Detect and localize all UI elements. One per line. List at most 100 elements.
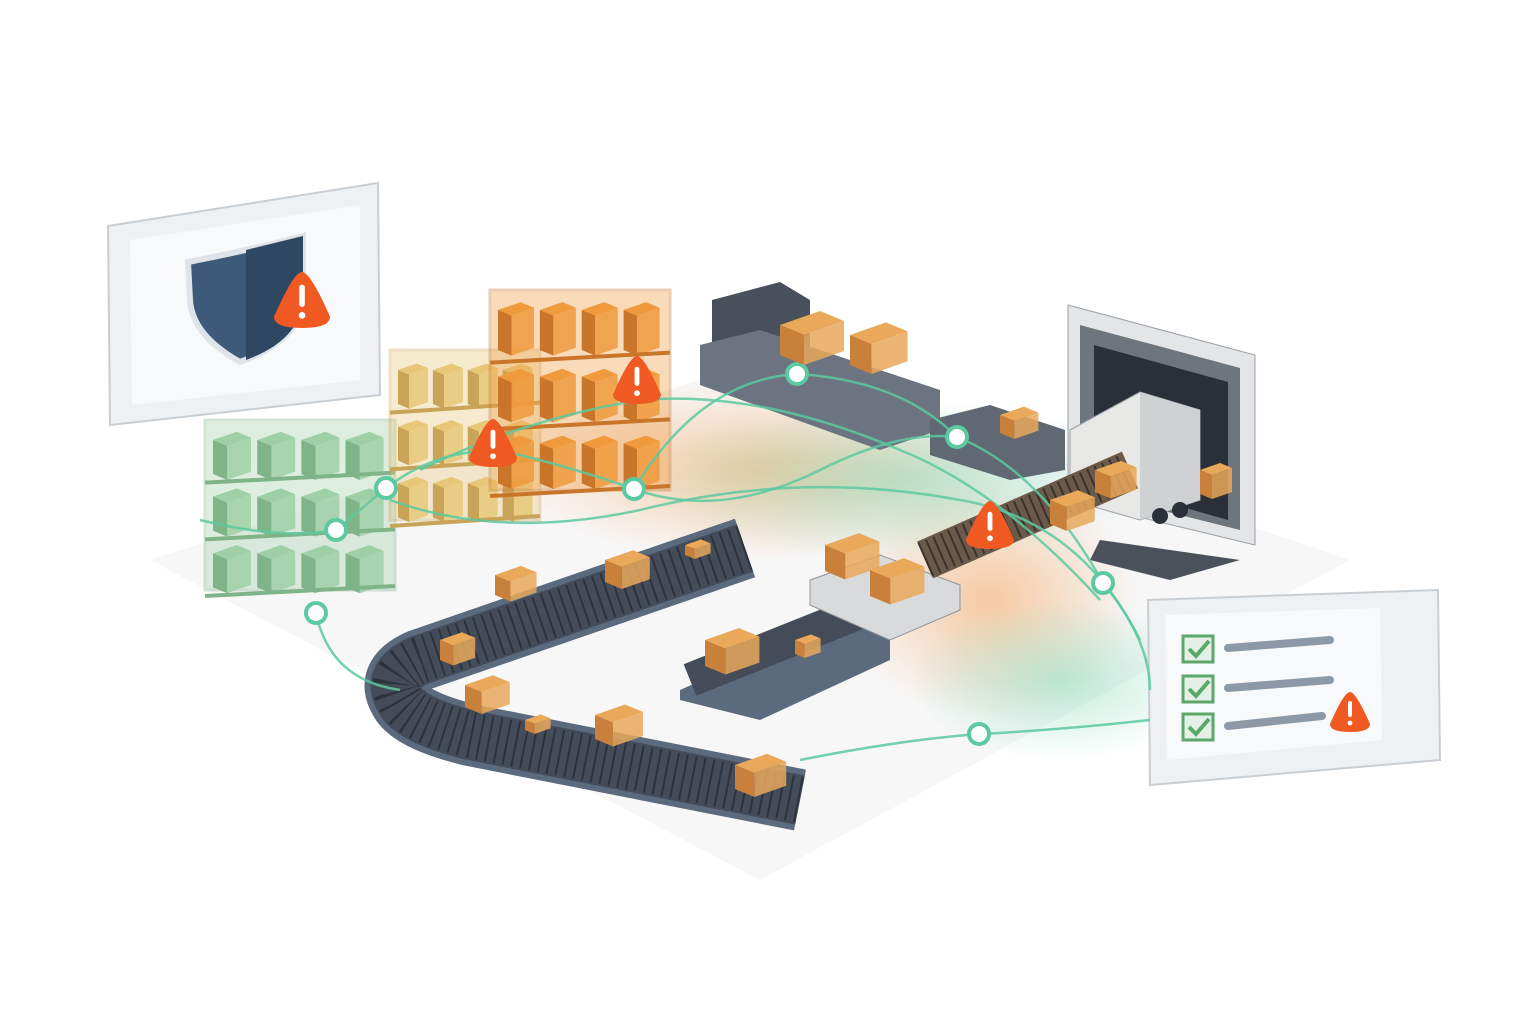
box-front: [621, 557, 650, 589]
check-icon: [1187, 639, 1211, 659]
network-node-icon: [945, 425, 969, 449]
box-front: [409, 368, 428, 409]
cardboard-box: [581, 435, 618, 489]
box-top: [213, 431, 251, 446]
cardboard-box: [301, 545, 340, 594]
box-top: [850, 322, 908, 344]
box-top: [213, 488, 251, 503]
box-side: [301, 553, 316, 594]
box-front: [271, 550, 296, 594]
box-side: [539, 376, 554, 423]
box-front: [511, 307, 534, 356]
box-side: [301, 496, 316, 537]
box-side: [498, 376, 512, 423]
box-front: [510, 572, 537, 602]
checklist-item: [1181, 712, 1326, 742]
box-side: [432, 426, 445, 466]
box-top: [623, 302, 660, 316]
box-top: [257, 488, 296, 503]
box-front: [613, 712, 643, 747]
box-front: [694, 543, 711, 559]
box-top: [301, 545, 340, 560]
security-panel: [106, 181, 382, 427]
box-side: [539, 310, 554, 356]
box-top: [467, 476, 498, 489]
checklist-panel: [1146, 588, 1442, 787]
green-glow: [910, 600, 1210, 760]
box-front: [804, 638, 821, 658]
box-top: [581, 435, 618, 449]
alert-dot: [298, 312, 306, 319]
box-side: [345, 553, 360, 594]
network-node-icon: [324, 518, 348, 542]
box-side: [581, 443, 596, 489]
cardboard-box: [539, 368, 576, 423]
box-top: [345, 545, 384, 560]
box-front: [511, 374, 534, 423]
cardboard-box: [398, 476, 428, 523]
cardboard-box: [345, 431, 384, 480]
box-front: [553, 441, 576, 489]
box-front: [871, 331, 908, 374]
box-top: [257, 545, 296, 560]
box-side: [581, 376, 596, 423]
box-top: [539, 302, 576, 316]
box-side: [432, 370, 445, 409]
box-side: [870, 570, 891, 605]
box-top: [539, 435, 576, 449]
box-front: [637, 307, 660, 356]
network-path: [314, 612, 401, 692]
box-top: [502, 363, 533, 375]
box-top: [735, 753, 787, 773]
check-icon: [1187, 679, 1211, 699]
cardboard-box: [432, 420, 463, 466]
box-side: [595, 715, 613, 747]
box-side: [213, 440, 228, 480]
box-front: [534, 718, 551, 734]
cardboard-box: [1095, 460, 1137, 499]
box-side: [1095, 470, 1111, 499]
box-top: [257, 431, 296, 446]
box-top: [498, 368, 534, 383]
box-front: [481, 682, 510, 714]
box-top: [498, 302, 534, 316]
alert-dot: [490, 453, 496, 460]
rack-shelf: [204, 470, 396, 485]
box-front: [227, 437, 251, 480]
box-side: [301, 440, 316, 480]
box-front: [595, 307, 618, 356]
box-front: [1066, 497, 1095, 531]
box-top: [685, 539, 711, 549]
alert-icon: [966, 501, 1014, 549]
box-top: [398, 420, 428, 432]
box-front: [1014, 412, 1039, 439]
box-top: [465, 675, 510, 692]
alert-mark: [987, 511, 993, 531]
checklist-item: [1181, 634, 1334, 664]
box-top: [301, 488, 340, 503]
cardboard-box: [1050, 490, 1095, 531]
cardboard-box: [257, 545, 296, 594]
rack-shelf: [489, 350, 671, 365]
box-side: [850, 335, 872, 374]
cardboard-box: [467, 476, 498, 523]
box-side: [1050, 500, 1067, 531]
box-side: [465, 685, 482, 714]
box-side: [795, 640, 805, 658]
cardboard-box: [1000, 406, 1039, 439]
network-node-icon: [304, 601, 328, 625]
alert-dot: [987, 535, 993, 542]
box-top: [432, 420, 463, 432]
cardboard-box: [498, 302, 534, 356]
box-front: [315, 550, 340, 594]
cardboard-box: [795, 634, 821, 658]
cardboard-box: [539, 302, 576, 356]
cardboard-box: [1200, 463, 1232, 499]
alert-mark: [1348, 701, 1352, 717]
box-top: [432, 476, 463, 489]
alert-icon: [1330, 692, 1370, 732]
box-top: [705, 628, 760, 649]
box-front: [513, 481, 533, 523]
box-top: [825, 533, 880, 554]
